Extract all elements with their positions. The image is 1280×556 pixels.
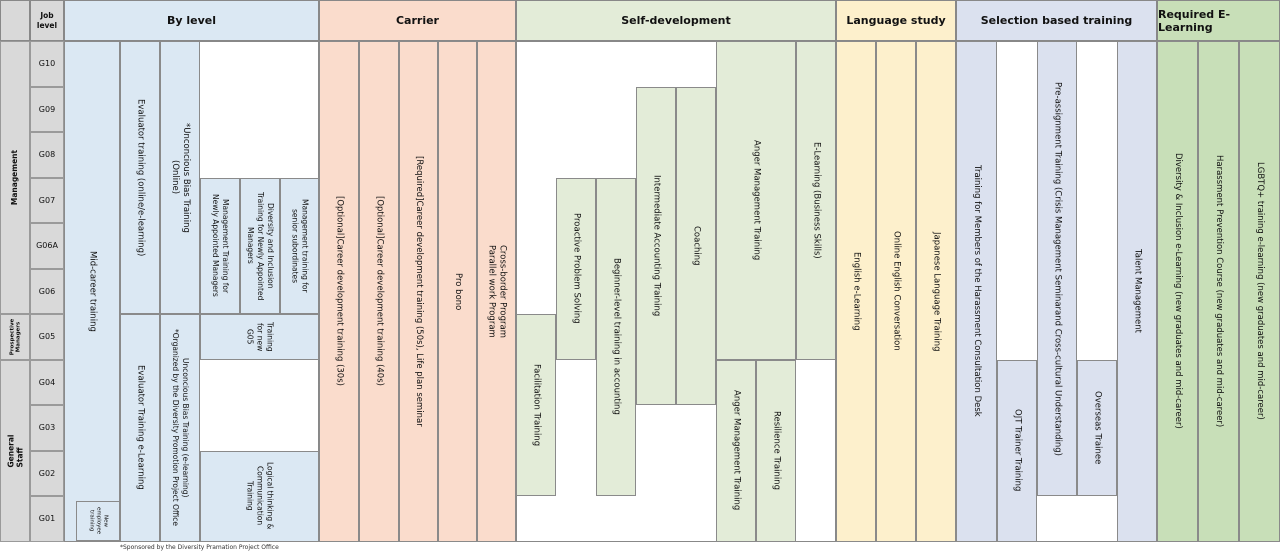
training-label: Anger Management Training <box>751 140 762 261</box>
training-label: Management Training for Newly Appointed … <box>211 194 230 298</box>
level-g05: G05 <box>30 314 64 360</box>
category-label: Management <box>10 149 20 206</box>
section-header-by-level: By level <box>64 0 319 41</box>
footnote: *Sponsored by the Diversity Pramation Pr… <box>120 543 279 551</box>
training-label: Proactive Problem Solving <box>571 213 582 324</box>
training-label: Intermediate Accounting Training <box>651 175 662 317</box>
training-label: Coaching <box>691 225 702 266</box>
level-g06a: G06A <box>30 223 64 269</box>
level-g08: G08 <box>30 132 64 178</box>
training-box[interactable]: Cross-border Program Parallel work Progr… <box>477 41 516 542</box>
training-box[interactable]: *Unconcious Bias Training (Online) <box>160 41 200 314</box>
training-label: Diversity and Inclusion Training for New… <box>246 191 275 300</box>
training-label: Cross-border Program Parallel work Progr… <box>486 244 508 338</box>
training-box[interactable]: Beginner-level training in accounting <box>596 177 636 496</box>
training-label: Mid-career training <box>87 250 98 332</box>
training-label: Logical thinking & Communication Trainin… <box>245 462 275 530</box>
training-box[interactable]: LGBTQ+ training e-learning (new graduate… <box>1239 41 1280 542</box>
training-label: Training for new G05 <box>245 321 275 352</box>
training-box[interactable]: Talent Management <box>1117 41 1157 542</box>
level-g02: G02 <box>30 450 64 496</box>
training-box[interactable]: Diversity & Inclusion e-Learning (new gr… <box>1157 41 1198 542</box>
training-box[interactable]: Anger Management Training <box>716 359 756 542</box>
level-g01: G01 <box>30 496 64 542</box>
training-label: Facilitation Training <box>531 363 542 447</box>
training-box[interactable]: [Required]Career development training (5… <box>399 41 438 542</box>
training-box[interactable]: Mid-career training <box>64 41 120 542</box>
category-label: General Staff <box>6 434 24 467</box>
training-box[interactable]: OJT Trainer Training <box>997 359 1037 542</box>
section-header-required-e-learning: Required E-Learning <box>1157 0 1280 41</box>
training-label: [Required]Career development training (5… <box>414 155 424 427</box>
training-label: Beginner-level training in accounting <box>611 258 622 416</box>
training-label: Training for Members of the Harassment C… <box>972 165 982 418</box>
training-label: Talent Management <box>1132 249 1143 334</box>
training-label: E-Learning (Business Skills) <box>811 141 822 259</box>
training-box[interactable]: Unconcious Bias Training (e-learning) *O… <box>160 314 200 542</box>
training-box[interactable]: Training for new G05 <box>200 314 319 360</box>
category-header <box>0 0 30 41</box>
training-label: *Unconcious Bias Training (Online) <box>170 122 191 233</box>
training-box[interactable]: Diversity and Inclusion Training for New… <box>240 177 280 314</box>
training-label: [Optional]Career development training (3… <box>334 196 345 387</box>
section-header-self-development: Self-development <box>516 0 836 41</box>
category-management: Management <box>0 41 30 314</box>
training-box[interactable]: Overseas Trainee <box>1077 359 1117 496</box>
training-box[interactable]: Evaluator Training e-Learning <box>120 314 160 542</box>
training-label: New employee training <box>88 507 109 535</box>
training-label: OJT Trainer Training <box>1012 409 1023 492</box>
level-g09: G09 <box>30 86 64 132</box>
section-header-carrier: Carrier <box>319 0 516 41</box>
training-label: Pre-assignment Training (Crisis Manageme… <box>1052 81 1063 456</box>
training-box[interactable]: Facilitation Training <box>516 314 556 496</box>
training-box[interactable]: New employee training <box>76 500 120 542</box>
training-box[interactable]: Coaching <box>676 86 716 405</box>
training-box[interactable]: Harassment Prevention Course (new gradua… <box>1198 41 1239 542</box>
level-g07: G07 <box>30 177 64 223</box>
training-box[interactable]: [Optional]Career development training (4… <box>359 41 399 542</box>
training-box[interactable]: Pre-assignment Training (Crisis Manageme… <box>1037 41 1077 496</box>
training-box[interactable]: Anger Management Training <box>716 41 796 360</box>
training-label: Diversity & Inclusion e-Learning (new gr… <box>1173 153 1183 430</box>
training-box[interactable]: Pro bono <box>438 41 477 542</box>
training-label: Overseas Trainee <box>1092 391 1103 465</box>
training-label: English e-Learning <box>851 251 862 331</box>
category-general-staff: General Staff <box>0 359 30 542</box>
level-g10: G10 <box>30 41 64 87</box>
job-level-header: Job level <box>30 0 64 41</box>
training-box[interactable]: [Optional]Career development training (3… <box>319 41 359 542</box>
training-label: Management training for senior subordina… <box>290 198 310 293</box>
training-label: Unconcious Bias Training (e-learning) *O… <box>171 329 190 527</box>
training-box[interactable]: Training for Members of the Harassment C… <box>956 41 997 542</box>
training-box[interactable]: Evaluator training (online/e-learning) <box>120 41 160 314</box>
training-box[interactable]: Management Training for Newly Appointed … <box>200 177 240 314</box>
training-label: Online English Conversation <box>891 231 902 352</box>
level-g06: G06 <box>30 268 64 314</box>
training-label: Evaluator training (online/e-learning) <box>135 98 146 257</box>
training-label: Harassment Prevention Course (new gradua… <box>1214 155 1224 428</box>
training-box[interactable]: Online English Conversation <box>876 41 916 542</box>
category-label: Prospective Managers <box>9 318 21 356</box>
training-label: Anger Management Training <box>731 390 742 511</box>
training-box[interactable]: Proactive Problem Solving <box>556 177 596 360</box>
training-label: Evaluator Training e-Learning <box>135 365 146 491</box>
training-box[interactable]: Management training for senior subordina… <box>280 177 319 314</box>
training-label: Pro bono <box>453 272 463 310</box>
training-box[interactable]: Japanese Language Training <box>916 41 956 542</box>
training-label: LGBTQ+ training e-learning (new graduate… <box>1255 162 1265 421</box>
training-label: [Optional]Career development training (4… <box>374 196 385 387</box>
training-label: Resilience Training <box>771 410 782 491</box>
level-g04: G04 <box>30 359 64 405</box>
training-box[interactable]: Logical thinking & Communication Trainin… <box>200 450 319 542</box>
training-box[interactable]: English e-Learning <box>836 41 876 542</box>
section-header-language-study: Language study <box>836 0 956 41</box>
training-box[interactable]: Intermediate Accounting Training <box>636 86 676 405</box>
level-g03: G03 <box>30 405 64 451</box>
training-box[interactable]: E-Learning (Business Skills) <box>796 41 836 360</box>
category-prospective-managers: Prospective Managers <box>0 314 30 360</box>
training-label: Japanese Language Training <box>931 231 942 352</box>
section-header-selection-based-training: Selection based training <box>956 0 1157 41</box>
training-box[interactable]: Resilience Training <box>756 359 796 542</box>
